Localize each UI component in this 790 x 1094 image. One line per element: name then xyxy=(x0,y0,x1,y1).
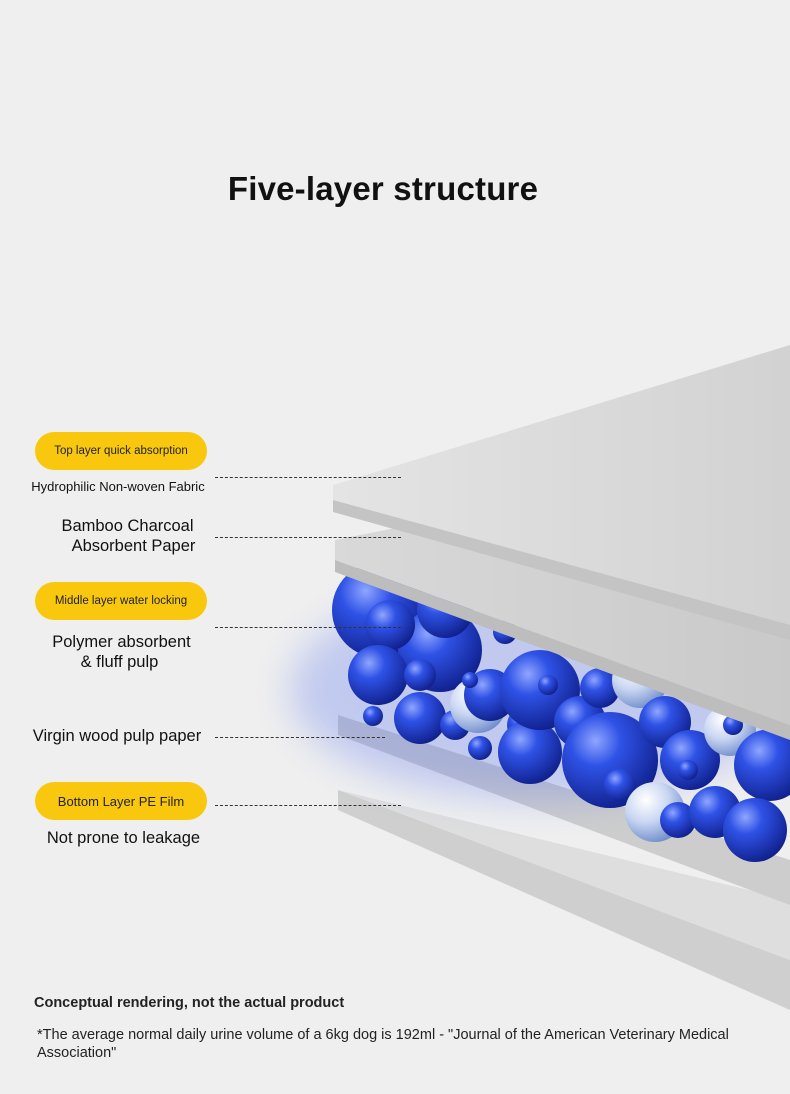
polymer-layer-label-line2: & fluff pulp xyxy=(80,653,159,671)
top-layer-leader-line xyxy=(215,477,401,478)
polymer-bead xyxy=(365,600,415,650)
polymer-layer-label-line1: Polymer absorbent xyxy=(52,633,191,651)
polymer-bead xyxy=(498,720,562,784)
virgin-pulp-leader-line xyxy=(215,737,385,738)
polymer-layer-leader-line xyxy=(215,627,401,628)
polymer-bead xyxy=(348,645,408,705)
bottom-layer-badge: Bottom Layer PE Film xyxy=(35,782,207,820)
virgin-pulp-label: Virgin wood pulp paper xyxy=(32,727,202,745)
polymer-bead xyxy=(538,675,558,695)
top-nonwoven-sheet xyxy=(333,345,790,640)
bamboo-layer-label-line2: Absorbent Paper xyxy=(71,537,196,555)
polymer-bead xyxy=(723,798,787,862)
bottom-layer-label: Not prone to leakage xyxy=(46,829,201,847)
bottom-pe-film-sheet xyxy=(338,790,790,1010)
polymer-bead xyxy=(394,692,446,744)
bamboo-layer-label-line1: Bamboo Charcoal xyxy=(61,517,194,535)
top-layer-label: Hydrophilic Non-woven Fabric xyxy=(31,479,205,494)
bottom-layer-leader-line xyxy=(215,805,401,806)
polymer-bead xyxy=(404,659,436,691)
polymer-bead xyxy=(604,769,636,801)
polymer-bead xyxy=(363,706,383,726)
top-layer-badge: Top layer quick absorption xyxy=(35,432,207,470)
page-title: Five-layer structure xyxy=(227,170,539,207)
middle-layer-badge: Middle layer water locking xyxy=(35,582,207,620)
footnote-text: *The average normal daily urine volume o… xyxy=(37,1027,729,1061)
disclaimer-text: Conceptual rendering, not the actual pro… xyxy=(34,995,345,1011)
polymer-bead xyxy=(678,760,698,780)
polymer-bead xyxy=(468,736,492,760)
polymer-bead xyxy=(734,729,790,801)
bamboo-layer-leader-line xyxy=(215,537,401,538)
polymer-bead xyxy=(462,672,478,688)
polymer-bead xyxy=(580,668,620,708)
polymer-bead xyxy=(660,730,720,790)
polymer-bead xyxy=(660,802,696,838)
